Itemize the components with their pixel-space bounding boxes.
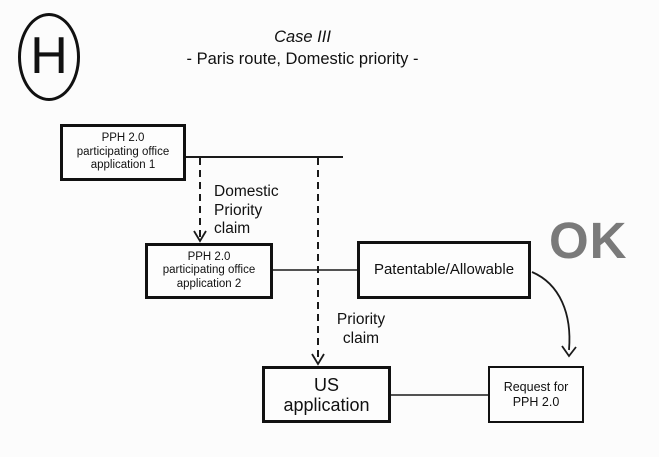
node-app1-line1: PPH 2.0 bbox=[101, 132, 145, 145]
node-app2: PPH 2.0 participating office application… bbox=[145, 243, 273, 299]
arrowhead-priority bbox=[311, 353, 325, 366]
node-app2-line3: application 2 bbox=[176, 277, 242, 290]
ok-status-label: OK bbox=[549, 212, 628, 269]
title-subtitle: - Paris route, Domestic priority - bbox=[186, 50, 419, 68]
curved-arrow-patentable-request bbox=[531, 271, 571, 351]
node-request-line1: Request for bbox=[503, 380, 569, 394]
node-app2-line1: PPH 2.0 bbox=[187, 250, 231, 263]
h-badge-letter: H bbox=[30, 27, 68, 85]
node-request-line2: PPH 2.0 bbox=[512, 394, 560, 409]
node-patentable: Patentable/Allowable bbox=[357, 241, 531, 299]
node-us-line1: US bbox=[313, 374, 339, 395]
label-domestic-priority-claim: Domestic Priority claim bbox=[214, 183, 279, 239]
label-domestic-line3: claim bbox=[214, 220, 251, 237]
arrowhead-curved bbox=[561, 345, 577, 358]
title-case-number: Case III bbox=[274, 28, 331, 46]
node-request-pph: Request for PPH 2.0 bbox=[488, 366, 584, 423]
label-domestic-line1: Domestic bbox=[214, 183, 279, 200]
node-app1: PPH 2.0 participating office application… bbox=[60, 124, 186, 181]
label-priority-claim: Priority claim bbox=[329, 311, 393, 348]
node-app1-line2: participating office bbox=[76, 145, 170, 158]
label-domestic-line2: Priority bbox=[214, 201, 263, 219]
label-priority-line1: Priority bbox=[336, 311, 386, 328]
node-patentable-label: Patentable/Allowable bbox=[373, 261, 515, 278]
node-app1-line3: application 1 bbox=[90, 159, 156, 172]
diagram-title: Case III - Paris route, Domestic priorit… bbox=[135, 27, 470, 71]
node-us-application: US application bbox=[262, 366, 391, 423]
h-badge: H bbox=[18, 13, 80, 101]
label-priority-line2: claim bbox=[342, 329, 380, 347]
node-app2-line2: participating office bbox=[162, 264, 256, 277]
arrowhead-domestic bbox=[193, 230, 207, 243]
node-us-line2: application bbox=[283, 394, 370, 415]
